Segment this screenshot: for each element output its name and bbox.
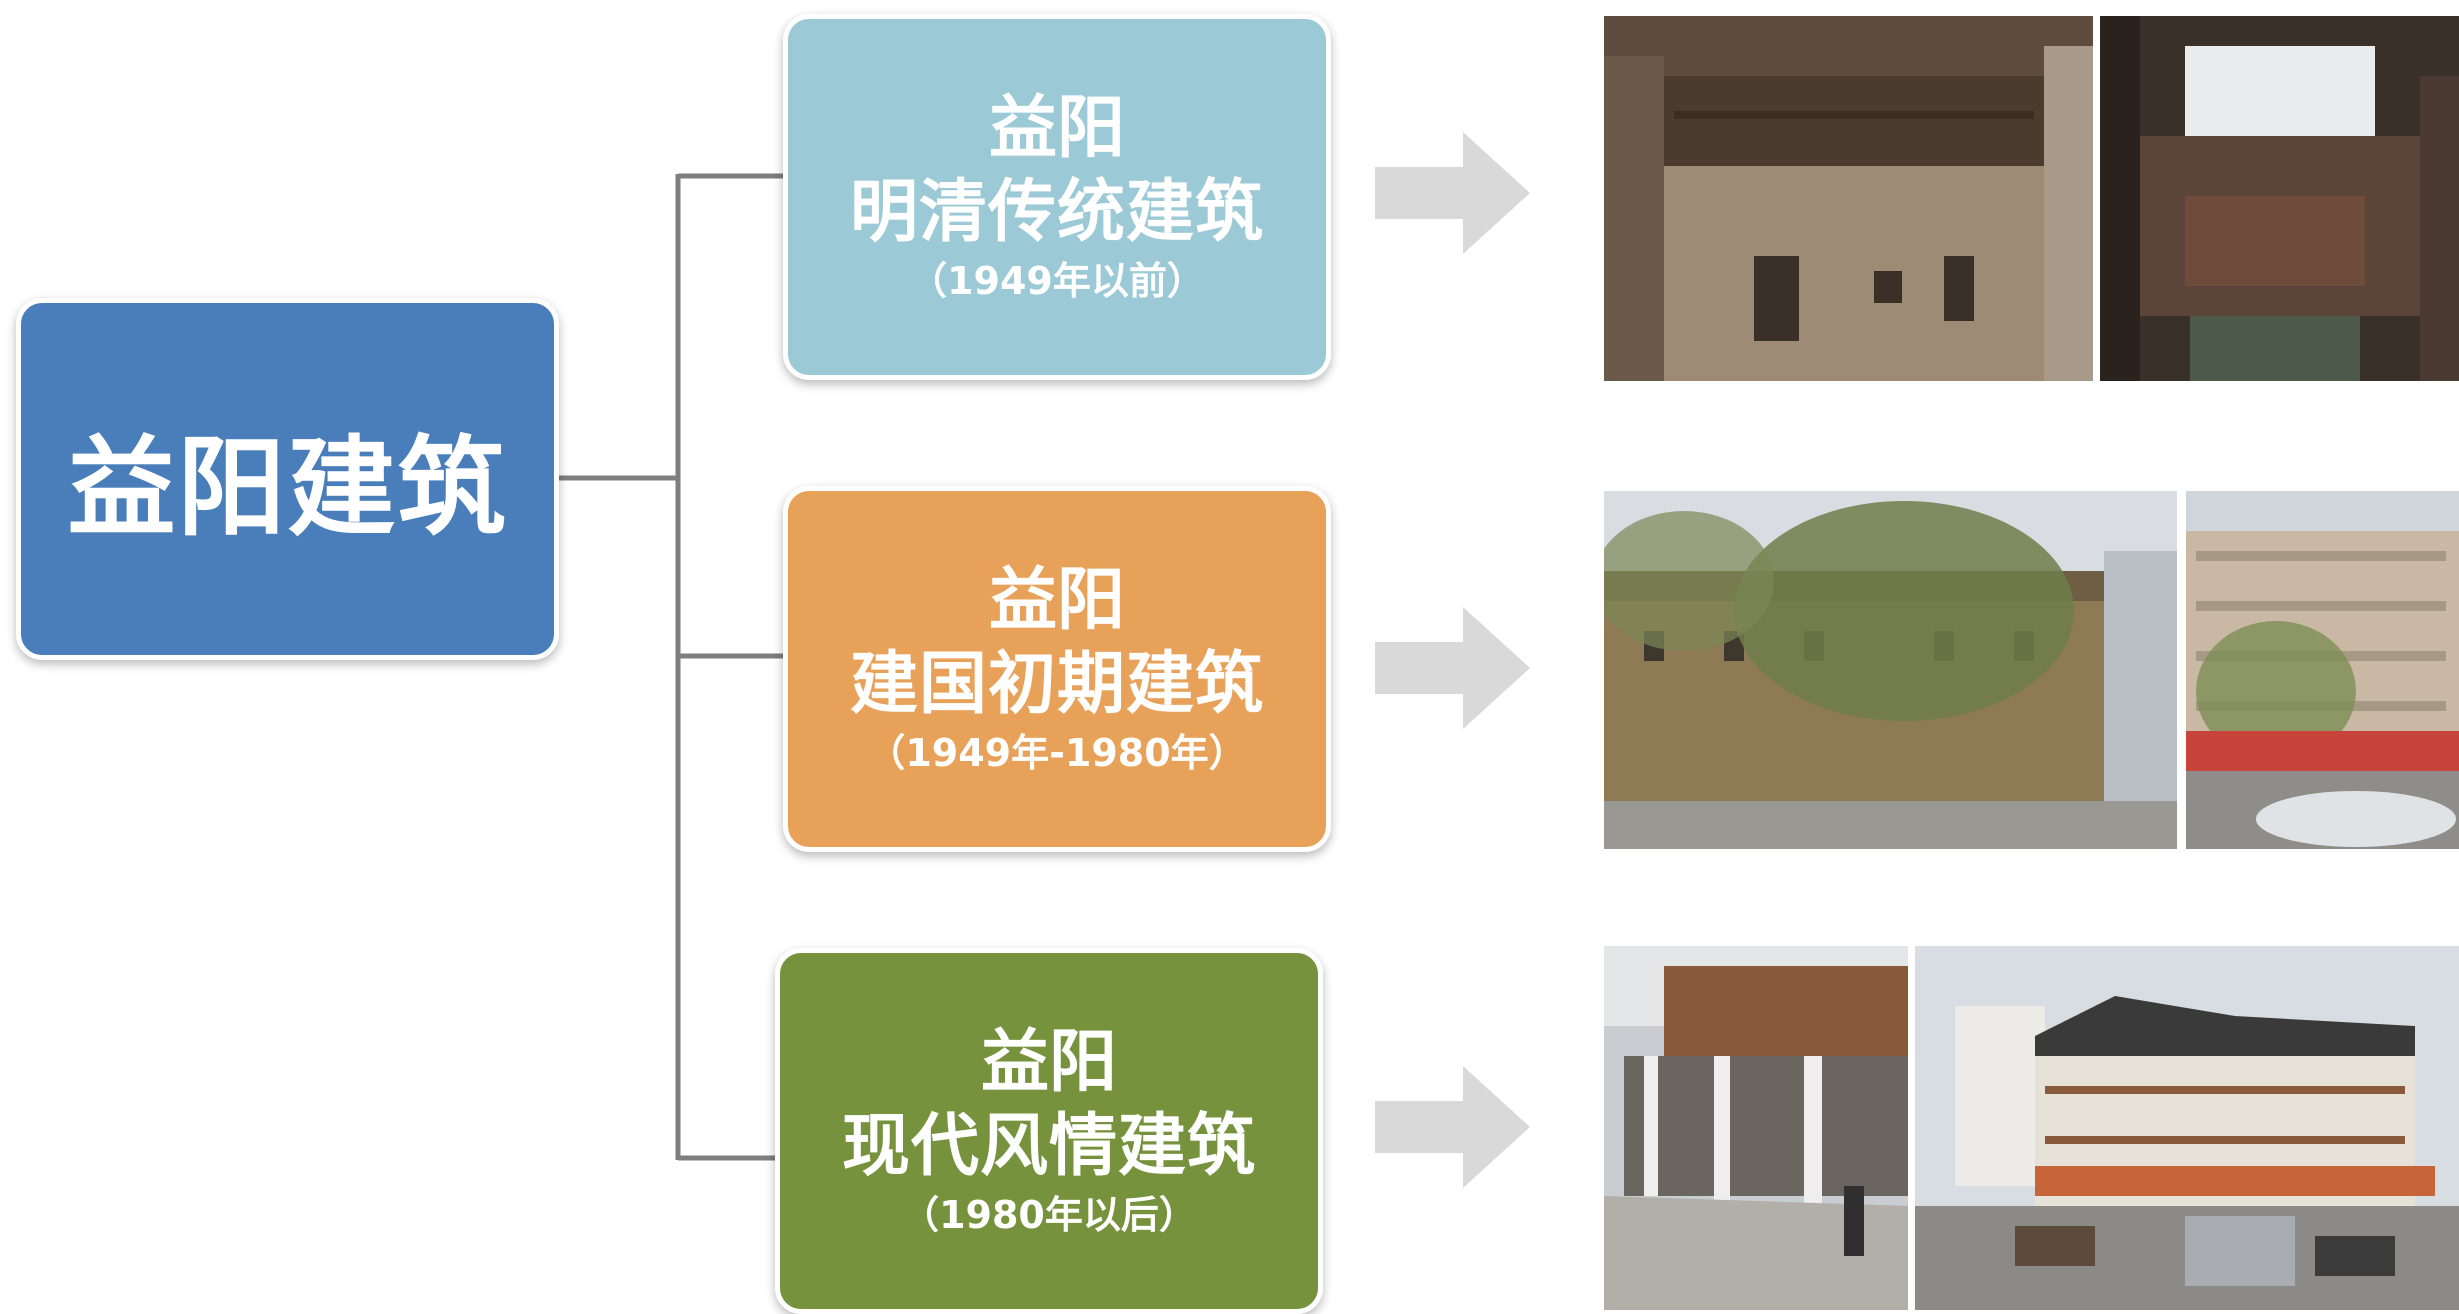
category-node-ming-qing: 益阳 明清传统建筑 （1949年以前） (783, 14, 1331, 380)
category-title: 现代风情建筑 (841, 1107, 1256, 1186)
category-node-early-prc: 益阳 建国初期建筑 （1949年-1980年） (783, 486, 1331, 852)
category-period: （1949年以前） (909, 259, 1205, 303)
root-label: 益阳建筑 (67, 426, 508, 551)
apartment-block-with-shops-photo (2186, 491, 2459, 849)
modern-traditional-style-complex-photo (1915, 946, 2459, 1310)
modern-arcade-street-photo (1604, 946, 1908, 1310)
category-city-label: 益阳 (980, 1023, 1117, 1102)
old-courtyard-house-facade-photo (1604, 16, 2093, 381)
category-title: 明清传统建筑 (849, 173, 1264, 252)
category-period: （1949年-1980年） (867, 731, 1247, 775)
right-arrow-icon (1375, 1066, 1530, 1188)
category-node-modern: 益阳 现代风情建筑 （1980年以后） (775, 948, 1323, 1314)
right-arrow-icon (1375, 132, 1530, 254)
category-city-label: 益阳 (988, 89, 1125, 168)
category-city-label: 益阳 (988, 561, 1125, 640)
early-era-street-building-photo (1604, 491, 2177, 849)
wooden-courtyard-interior-photo (2100, 16, 2459, 381)
category-period: （1980年以后） (901, 1193, 1197, 1237)
right-arrow-icon (1375, 607, 1530, 729)
category-title: 建国初期建筑 (849, 645, 1264, 724)
root-node: 益阳建筑 (16, 298, 559, 660)
